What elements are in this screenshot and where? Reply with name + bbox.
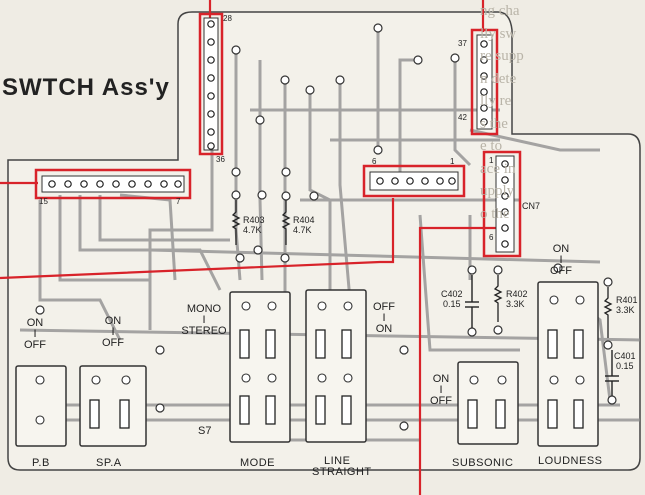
subsonic-sep: I [439,384,443,396]
bg-line: lly sw [480,25,517,42]
pin-label-1: 1 [450,157,455,166]
label-straight: STRAIGHT [312,466,372,478]
pb-off-label: OFF [24,339,46,351]
pb-sep: I [33,328,37,340]
connector-mid [362,164,466,198]
bg-line: lly re [480,93,512,109]
red-cut-lines [0,0,505,495]
r403-ref: R403 [243,215,265,225]
mode-stereo-label: STEREO [181,325,227,337]
c401-value: 0.15 [616,361,634,371]
connector-top-left [198,12,224,156]
spa-switch-state: ON I OFF [96,316,130,349]
capacitor-symbols [465,275,619,396]
cn7-label: CN7 [522,201,541,211]
r401-ref: R401 [616,295,638,305]
label-spa: SP.A [96,457,122,469]
label-line: LINE [324,455,351,467]
line-sep: I [382,312,386,324]
bg-line: o the [480,205,510,222]
pin-label-37: 37 [458,39,467,48]
diagram-title: SWTCH Ass'y [2,74,170,101]
spa-off-label: OFF [102,337,124,349]
background-page-text: ng cha lly sw re supp n dete lly re s th… [480,0,645,230]
pb-on-label: ON [26,317,44,329]
label-pb: P.B [32,457,50,469]
mode-sep: I [202,314,206,326]
loudness-switch-state: ON I OFF [544,244,578,277]
bg-line: re supp [480,48,524,64]
bg-line: upply [480,183,515,199]
label-mode: MODE [240,457,275,469]
cn7-pin-6: 6 [489,233,494,242]
switch-ref-s7: S7 [198,425,212,437]
connector-cn7 [482,150,522,258]
pb-switch-state: ON I OFF [22,318,48,351]
switch-pads [35,295,585,425]
r401-value: 3.3K [616,305,635,315]
resistor-symbols [231,200,613,338]
pin-label-7: 7 [176,197,181,206]
subsonic-off-label: OFF [430,395,452,407]
spa-sep: I [111,326,115,338]
r404-value: 4.7K [293,225,312,235]
bg-line: ng cha [480,3,520,19]
bg-line: n dete [480,70,517,87]
label-subsonic: SUBSONIC [452,457,514,469]
r402-ref: R402 [506,289,528,299]
connector-pins [48,20,509,248]
bg-line: ace in [480,160,516,177]
r404-ref: R404 [293,215,315,225]
loudness-sep: I [559,254,563,266]
spa-on-label: ON [104,315,122,327]
pin-label-6: 6 [372,157,377,166]
c402-value: 0.15 [443,299,461,309]
c401-ref: C401 [614,351,636,361]
cn7-pin-1: 1 [489,156,494,165]
bg-line: e to [480,138,503,154]
pin-label-42: 42 [458,113,467,122]
pin-label-15: 15 [39,197,48,206]
loudness-on-label: ON [552,243,570,255]
mode-switch-state: MONO I STEREO [178,304,230,337]
pin-label-36: 36 [216,155,225,164]
line-off-label: OFF [373,301,395,313]
r403-value: 4.7K [243,225,262,235]
r402-value: 3.3K [506,299,525,309]
line-switch-state: OFF I ON [370,302,398,335]
switch-contacts [89,329,584,429]
mode-mono-label: MONO [186,303,222,315]
subsonic-switch-state: ON I OFF [424,374,458,407]
bg-line: s the [480,115,508,132]
subsonic-on-label: ON [432,373,450,385]
label-loudness: LOUDNESS [538,455,603,467]
line-on-label: ON [375,323,393,335]
loudness-off-label: OFF [550,265,572,277]
pin-label-28: 28 [223,14,232,23]
c402-ref: C402 [441,289,463,299]
